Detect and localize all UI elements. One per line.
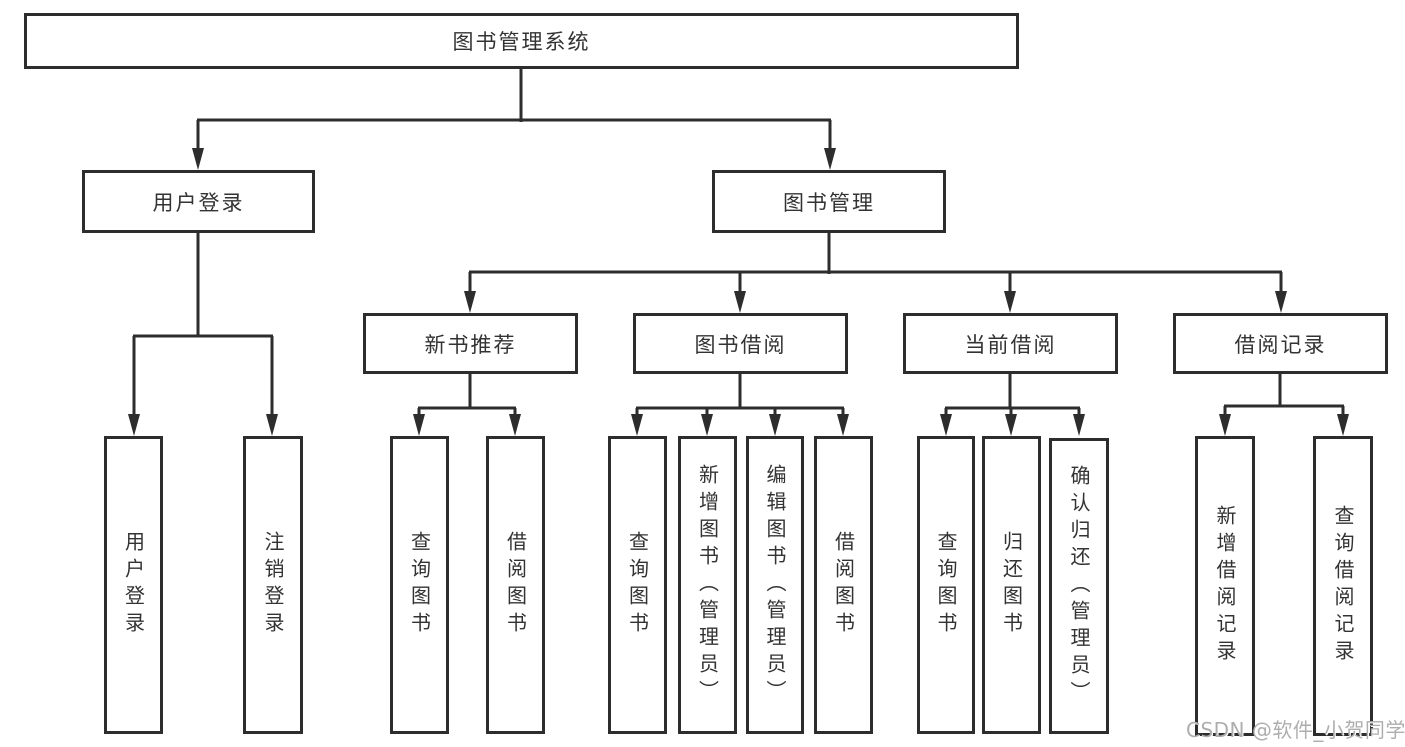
leaf-user-login-label: 用户登录: [121, 531, 146, 639]
leaf-recommend-borrow-books: 借阅图书: [486, 436, 545, 734]
leaf-add-book-admin-label: 新增图书（管理员）: [695, 463, 720, 707]
leaf-recommend-borrow-books-label: 借阅图书: [503, 531, 528, 639]
csdn-watermark: CSDN @软件_小贺同学: [1186, 718, 1405, 742]
leaf-borrow-query-books-label: 查询图书: [625, 531, 650, 639]
leaf-add-borrow-record: 新增借阅记录: [1195, 436, 1255, 736]
leaf-logout-label: 注销登录: [261, 531, 285, 639]
node-current-borrow: 当前借阅: [903, 313, 1118, 374]
leaf-query-borrow-record: 查询借阅记录: [1313, 436, 1373, 736]
leaf-recommend-query-books: 查询图书: [390, 436, 449, 734]
leaf-edit-book-admin-label: 编辑图书（管理员）: [763, 463, 787, 707]
node-new-book-recommend: 新书推荐: [363, 313, 578, 374]
leaf-user-login: 用户登录: [104, 436, 163, 734]
node-borrow-records-label: 借阅记录: [1234, 332, 1327, 357]
arrowheads: [128, 148, 1349, 436]
leaf-current-query-books-label: 查询图书: [934, 531, 958, 639]
leaf-add-book-admin: 新增图书（管理员）: [678, 436, 737, 734]
node-book-borrow: 图书借阅: [633, 313, 848, 374]
leaf-borrow-books-label: 借阅图书: [831, 531, 856, 639]
leaf-edit-book-admin: 编辑图书（管理员）: [746, 436, 804, 734]
node-book-management: 图书管理: [712, 170, 946, 233]
leaf-return-books-label: 归还图书: [999, 531, 1024, 639]
leaf-return-books: 归还图书: [982, 436, 1041, 734]
node-borrow-records: 借阅记录: [1173, 313, 1388, 374]
leaf-borrow-books: 借阅图书: [814, 436, 873, 734]
node-user-login: 用户登录: [82, 170, 315, 233]
leaf-recommend-query-books-label: 查询图书: [407, 531, 432, 639]
leaf-borrow-query-books: 查询图书: [608, 436, 667, 734]
leaf-logout: 注销登录: [243, 436, 303, 734]
node-root-label: 图书管理系统: [452, 30, 591, 54]
node-user-login-label: 用户登录: [152, 190, 245, 215]
leaf-confirm-return-admin: 确认归还（管理员）: [1049, 438, 1109, 734]
node-new-book-recommend-label: 新书推荐: [424, 332, 517, 357]
node-current-borrow-label: 当前借阅: [964, 332, 1057, 357]
node-book-borrow-label: 图书借阅: [694, 332, 787, 357]
leaf-add-borrow-record-label: 新增借阅记录: [1213, 505, 1237, 667]
node-root: 图书管理系统: [24, 13, 1019, 69]
leaf-current-query-books: 查询图书: [917, 436, 975, 734]
leaf-confirm-return-admin-label: 确认归还（管理员）: [1067, 464, 1091, 708]
leaf-query-borrow-record-label: 查询借阅记录: [1331, 505, 1355, 667]
node-book-management-label: 图书管理: [783, 190, 875, 215]
